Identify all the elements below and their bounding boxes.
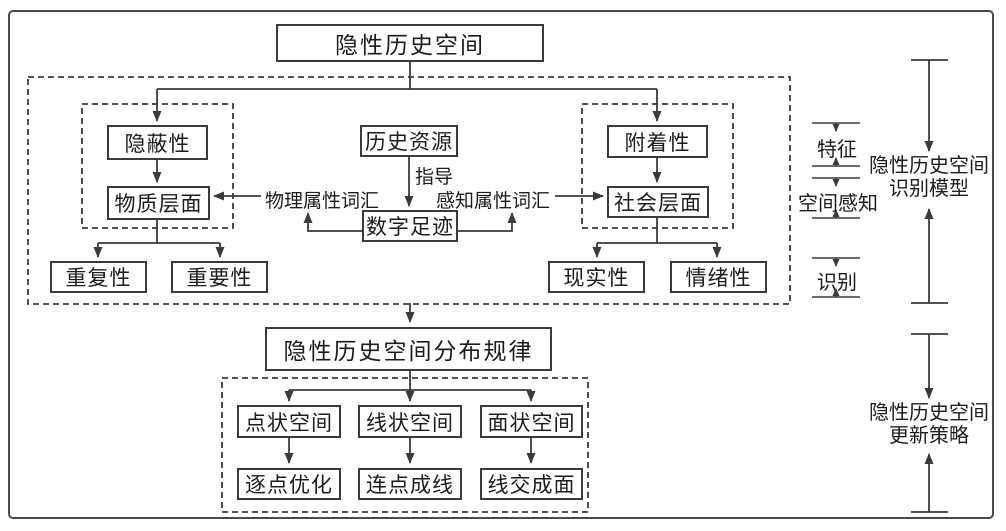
box-historical-resources: 历史资源 [360,125,458,157]
box-attachment: 附着性 [607,125,708,158]
label-recognition-model: 隐性历史空间 识别模型 [863,155,995,201]
box-emotionality: 情绪性 [670,261,767,293]
connector-material-branch [98,220,220,244]
label-update-strategy-line2: 更新策略 [889,425,969,447]
label-recognition-stage: 识别 [817,272,857,294]
arrow-footprint-to-perceptual-vocab [458,212,517,232]
label-physical-attribute-vocabulary: 物理属性词汇 [264,191,379,212]
box-connect-points-into-line: 连点成线 [358,468,462,500]
box-repetitiveness: 重复性 [50,261,147,293]
box-implicit-historical-space: 隐性历史空间 [276,24,544,62]
box-lines-intersect-into-area: 线交成面 [480,468,583,500]
label-perceptual-attribute-vocabulary: 感知属性词汇 [435,191,550,212]
arrow-footprint-to-physical-vocab [303,212,362,232]
box-social-layer: 社会层面 [607,186,709,218]
label-recognition-model-line1: 隐性历史空间 [869,155,989,177]
box-digital-footprint: 数字足迹 [362,210,458,242]
box-point-space: 点状空间 [237,405,341,438]
label-guidance: 指导 [415,167,454,188]
figure-outer-frame [8,10,994,519]
box-material-layer: 物质层面 [107,186,210,220]
label-feature-stage: 特征 [817,139,857,161]
label-update-strategy: 隐性历史空间 更新策略 [863,402,995,448]
box-reality: 现实性 [548,261,645,293]
box-concealment: 隐蔽性 [107,125,208,160]
label-recognition-model-line2: 识别模型 [889,178,969,200]
connector-social-branch [597,218,717,244]
connector-root-branch [157,62,657,90]
box-areal-space: 面状空间 [480,405,583,438]
label-update-strategy-line1: 隐性历史空间 [869,402,989,424]
dashed-box-update-strategy-group [221,377,589,513]
box-distribution-law: 隐性历史空间分布规律 [265,327,552,371]
dashed-box-recognition-model [27,76,791,305]
label-spatial-perception-stage: 空间感知 [798,193,878,215]
box-point-optimization: 逐点优化 [237,468,341,500]
box-linear-space: 线状空间 [358,405,462,438]
box-importance: 重要性 [171,261,268,293]
